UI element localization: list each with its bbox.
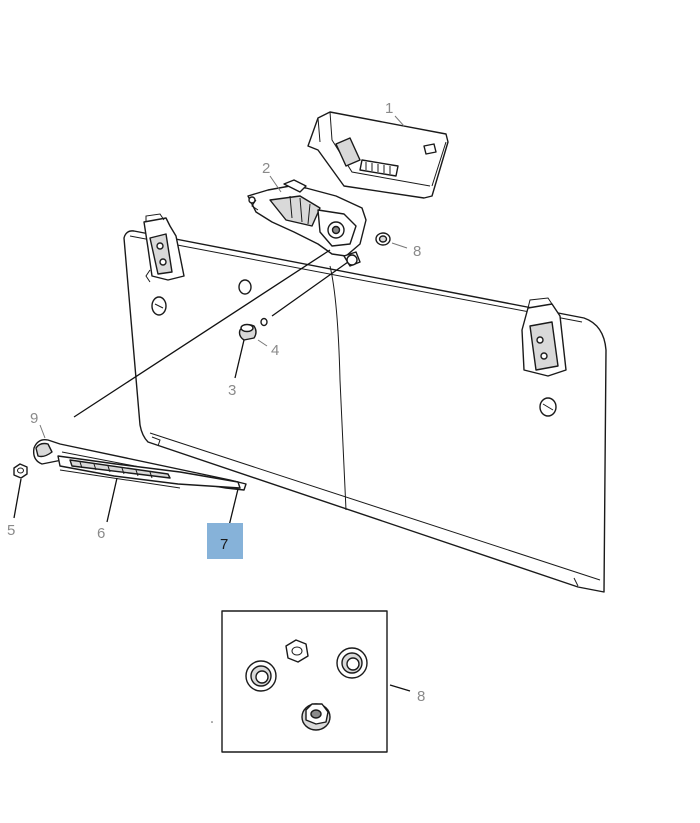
- washer-right-icon: [336, 647, 368, 679]
- left-hinge: [143, 213, 185, 283]
- callout-9: 9: [30, 410, 38, 427]
- hex-nut-icon: [285, 639, 309, 663]
- hardware-kit-inset: [211, 610, 388, 753]
- callout-4: 4: [271, 342, 279, 359]
- callout-8-upper: 8: [413, 243, 421, 260]
- part-2-wiper-motor: [247, 179, 367, 267]
- part-3-4-nut-washer: [238, 317, 268, 341]
- callout-8-inset: 8: [417, 688, 425, 705]
- callout-3: 3: [228, 382, 236, 399]
- part-1-motor-cover: [307, 111, 449, 199]
- callout-5: 5: [7, 522, 15, 539]
- assembly-lines: [73, 249, 349, 418]
- part-8-grommet-upper: [375, 232, 391, 246]
- callout-6: 6: [97, 525, 105, 542]
- callout-7[interactable]: 7: [220, 536, 228, 553]
- part-6-wiper-blade: [57, 455, 241, 489]
- washer-left-icon: [245, 660, 277, 692]
- glass-mount-holes: [151, 279, 557, 417]
- right-hinge: [521, 297, 567, 377]
- callout-2: 2: [262, 160, 270, 177]
- callout-1: 1: [385, 100, 393, 117]
- grommet-icon: [301, 703, 331, 731]
- leader-lines: [13, 115, 411, 692]
- part-7-highlight-box[interactable]: [207, 523, 243, 559]
- liftgate-glass: [123, 230, 607, 593]
- part-5-arm-nut: [13, 463, 28, 479]
